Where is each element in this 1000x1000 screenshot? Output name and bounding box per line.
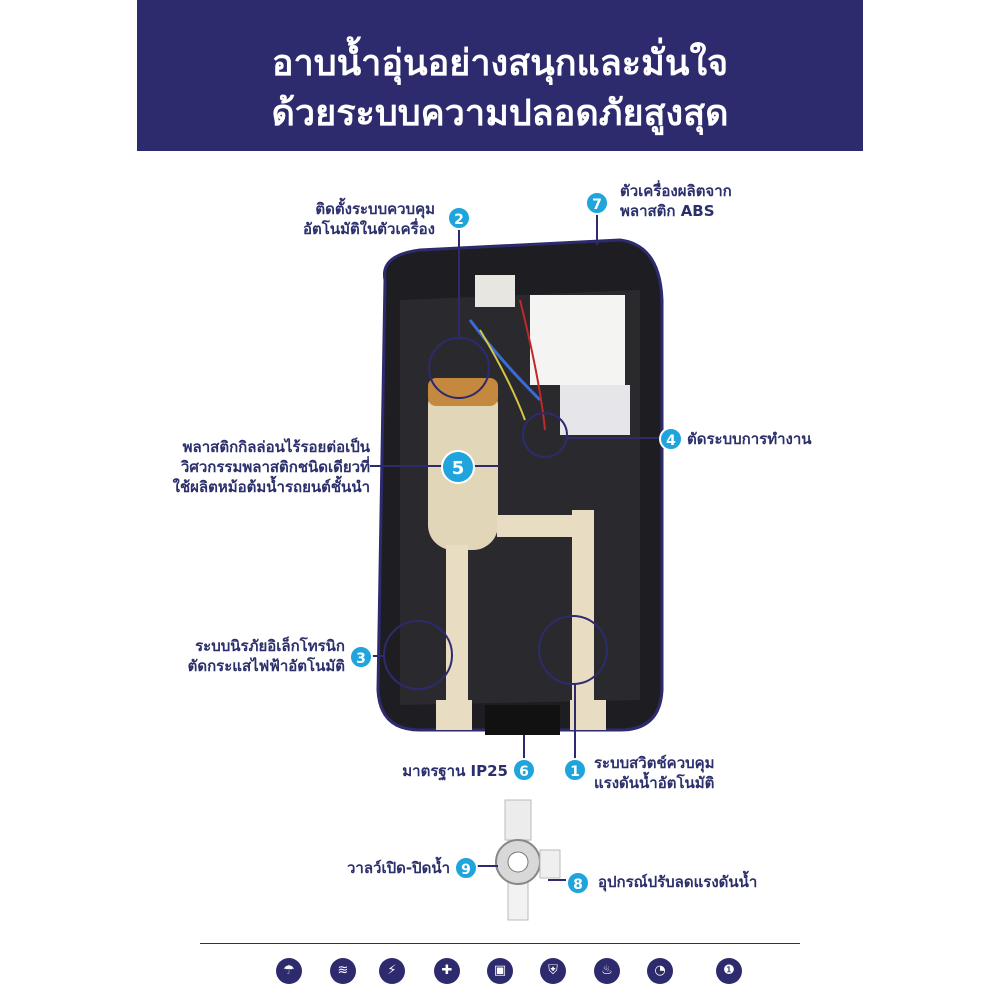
callout-1-badge: 1: [563, 758, 587, 782]
control-pcb: [560, 385, 630, 435]
bottom-cover: [485, 705, 560, 735]
callout-9-badge: 9: [454, 856, 478, 880]
callout-1-line-1: ระบบสวิตช์ควบคุม: [594, 754, 715, 772]
callout-3-line-2: ตัดกระแสไฟฟ้าอัตโนมัติ: [187, 657, 345, 675]
callout-3-label: ระบบนิรภัยอิเล็กโทรนิก ตัดกระแสไฟฟ้าอัตโ…: [160, 636, 345, 676]
callout-8-badge: 8: [566, 871, 590, 895]
callout-5-label: พลาสติกกิลล่อนไร้รอยต่อเป็น วิศวกรรมพลาส…: [150, 437, 370, 497]
callout-4-badge: 4: [659, 427, 683, 451]
callout-2-line-2: อัตโนมัติในตัวเครื่อง: [303, 220, 435, 238]
callout-7-line-2: พลาสติก ABS: [620, 202, 715, 220]
elcb-icon: ⚡: [379, 958, 405, 984]
gfi-icon: ▣: [487, 958, 513, 984]
callout-2-label: ติดตั้งระบบควบคุม อัตโนมัติในตัวเครื่อง: [270, 199, 435, 239]
footer-divider: [200, 943, 800, 944]
callout-2-line-1: ติดตั้งระบบควบคุม: [315, 200, 435, 218]
callout-5-line-2: วิศวกรรมพลาสติกชนิดเดียวที่: [180, 458, 370, 476]
fitting-left: [436, 700, 472, 730]
shower-icon: ☂: [276, 958, 302, 984]
callout-1-line-2: แรงดันน้ำอัตโนมัติ: [594, 774, 715, 792]
tank-cap: [428, 378, 498, 406]
relay-board: [530, 295, 625, 385]
callout-9-label: วาลว์เปิด-ปิดน้ำ: [346, 859, 450, 877]
callout-5-line-3: ใช้ผลิตหม้อต้มน้ำรถยนต์ชั้นนำ: [172, 478, 370, 496]
callout-7-line-1: ตัวเครื่องผลิตจาก: [620, 182, 732, 200]
callout-7-badge: 7: [585, 191, 609, 215]
flame-icon: ♨: [594, 958, 620, 984]
header-banner: อาบน้ำอุ่นอย่างสนุกและมั่นใจ ด้วยระบบควา…: [137, 0, 863, 151]
callout-6-label: มาตรฐาน IP25: [402, 762, 508, 780]
callout-2-badge: 2: [447, 206, 471, 230]
callout-1-label: ระบบสวิตช์ควบคุม แรงดันน้ำอัตโนมัติ: [594, 753, 715, 793]
shield-icon: ⛨: [540, 958, 566, 984]
callout-3-line-1: ระบบนิรภัยอิเล็กโทรนิก: [195, 637, 345, 655]
water-tank-icon: ≋: [330, 958, 356, 984]
connector-pipe: [497, 515, 587, 537]
callout-5-line-1: พลาสติกกิลล่อนไร้รอยต่อเป็น: [182, 438, 370, 456]
callout-6-badge: 6: [512, 758, 536, 782]
title-line-2: ด้วยระบบความปลอดภัยสูงสุด: [271, 93, 729, 134]
gauge-icon: ◔: [647, 958, 673, 984]
callout-8-label: อุปกรณ์ปรับลดแรงดันน้ำ: [598, 873, 758, 891]
title-line-1: อาบน้ำอุ่นอย่างสนุกและมั่นใจ: [271, 43, 729, 84]
callout-3-badge: 3: [349, 645, 373, 669]
safety-icon: ✚: [434, 958, 460, 984]
inlet-pipe: [572, 510, 594, 710]
outlet-pipe: [446, 545, 468, 710]
callout-4-label: ตัดระบบการทำงาน: [687, 430, 812, 448]
thermostat-icon: ❶: [716, 958, 742, 984]
callout-7-label: ตัวเครื่องผลิตจาก พลาสติก ABS: [620, 181, 732, 221]
callout-5-badge: 5: [441, 450, 475, 484]
terminal-block: [475, 275, 515, 307]
